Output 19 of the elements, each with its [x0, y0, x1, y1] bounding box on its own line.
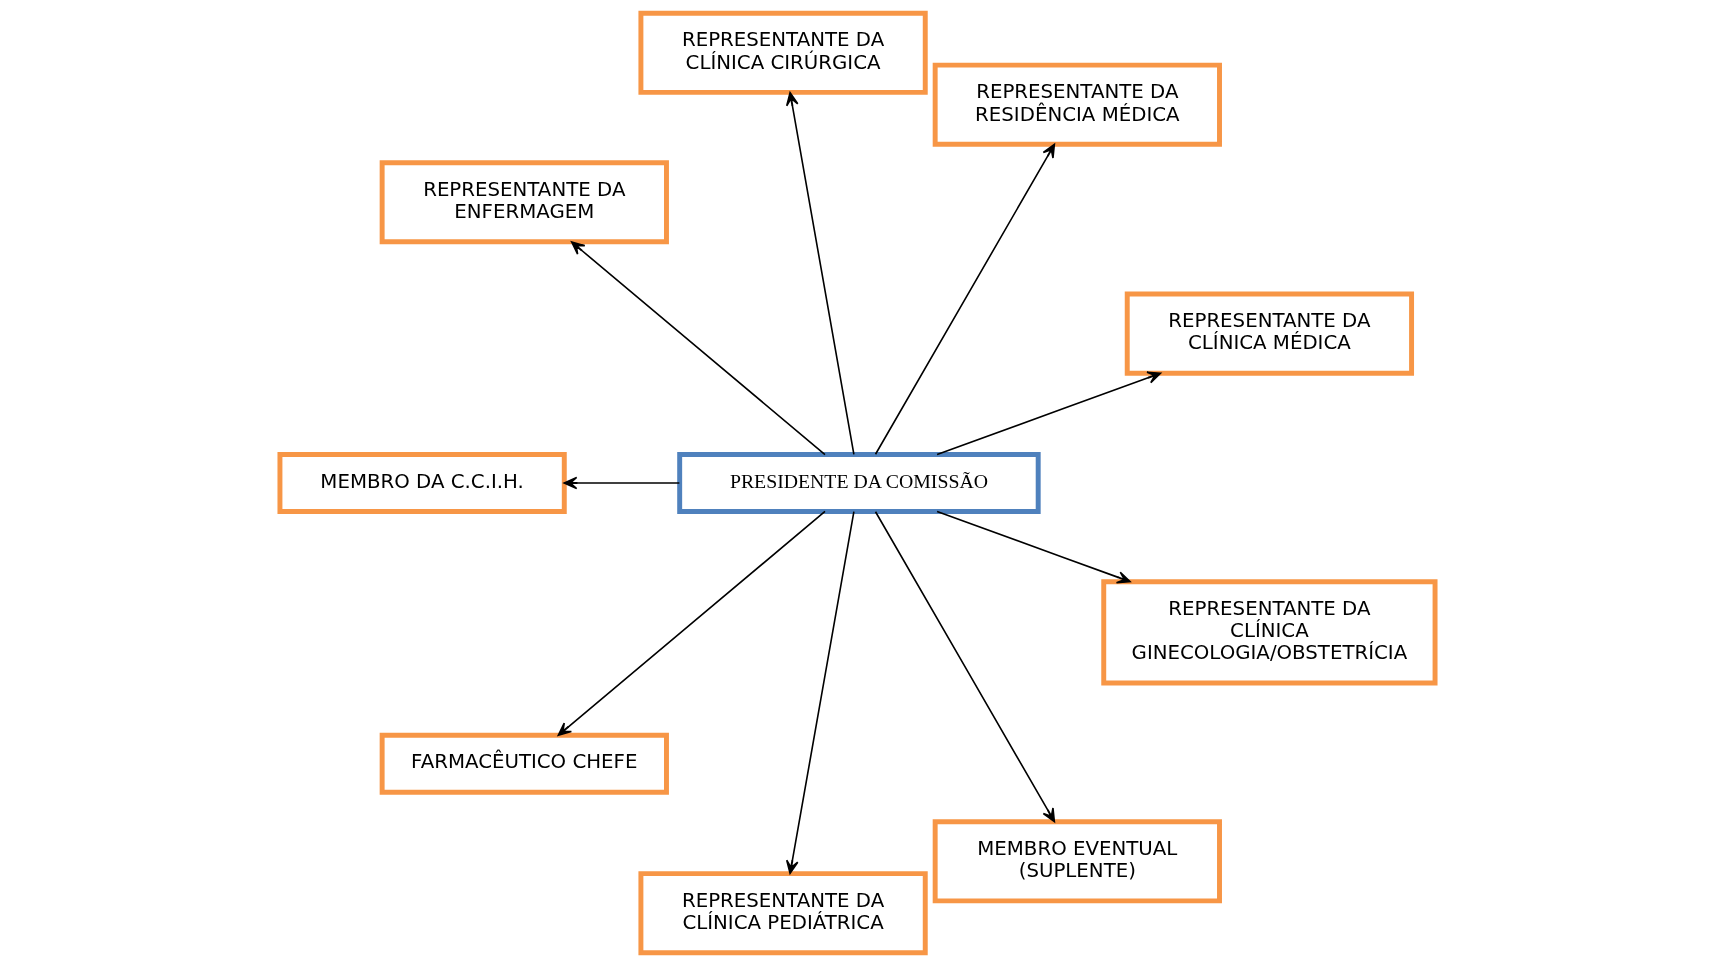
arrow [935, 510, 1131, 584]
node-box: FARMACÊUTICO CHEFE [379, 732, 669, 795]
arrow [562, 476, 680, 490]
node-box: PRESIDENTE DA COMISSÃO [676, 452, 1041, 514]
node-box: REPRESENTANTE DA RESIDÊNCIA MÉDICA [932, 62, 1222, 147]
node-box: REPRESENTANTE DA CLÍNICA CIRÚRGICA [637, 10, 928, 95]
node-box: REPRESENTANTE DA CLÍNICA GINECOLOGIA/OBSTETRÍCIA [1100, 579, 1438, 686]
node-box: MEMBRO EVENTUAL (SUPLENTE) [932, 819, 1222, 904]
arrow [785, 510, 855, 875]
node-box: REPRESENTANTE DA CLÍNICA MÉDICA [1124, 291, 1414, 376]
arrow [874, 510, 1055, 823]
node-box: MEMBRO DA C.C.I.H. [276, 452, 567, 514]
arrow [785, 91, 855, 456]
arrow [935, 371, 1161, 456]
arrow [570, 241, 826, 456]
arrow [874, 143, 1055, 456]
node-box: REPRESENTANTE DA ENFERMAGEM [379, 160, 669, 245]
arrow [557, 510, 826, 737]
node-box: REPRESENTANTE DA CLÍNICA PEDIÁTRICA [637, 871, 928, 956]
